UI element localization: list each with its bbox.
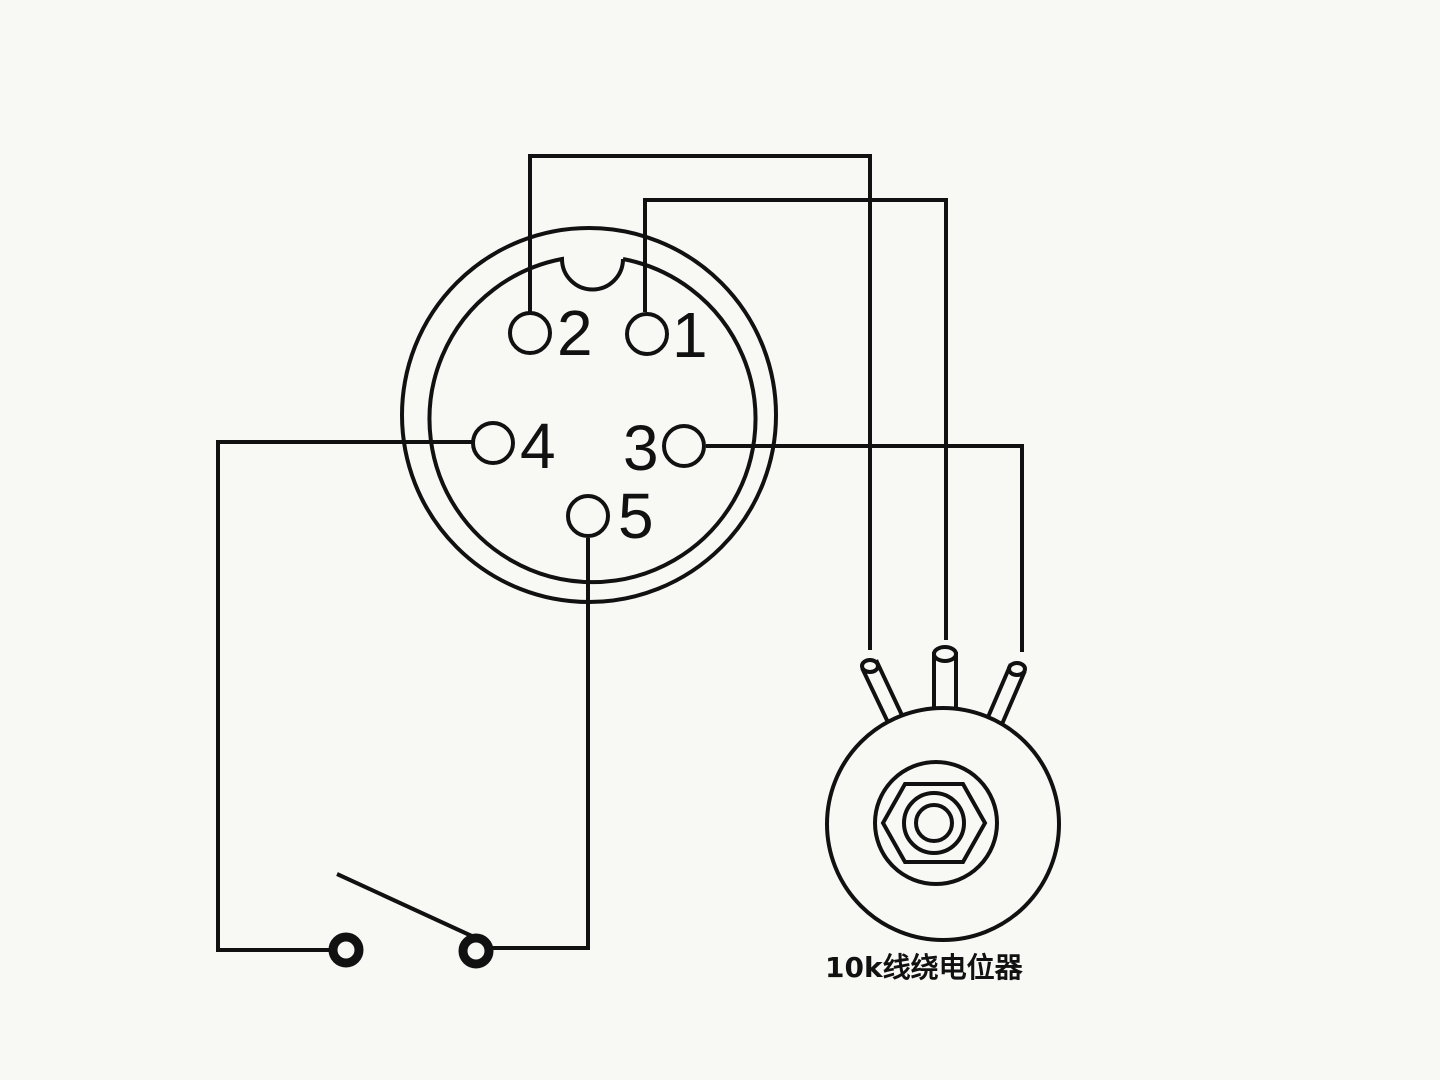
potentiometer-shaft-inner xyxy=(914,803,954,843)
connector-outer-ring xyxy=(400,226,778,604)
pin-1 xyxy=(625,312,669,356)
wire-pin3-to-pot-right xyxy=(706,444,1024,652)
potentiometer: 10k线绕电位器 xyxy=(825,645,1061,984)
wire-pin1-to-pot-middle xyxy=(643,198,948,640)
wire-pin5-to-switch xyxy=(492,538,590,950)
pin-2-label: 2 xyxy=(557,297,593,369)
pin-2 xyxy=(508,311,552,355)
switch-lever xyxy=(336,872,488,945)
pin-5-label: 5 xyxy=(618,480,654,552)
switch-terminal-left xyxy=(328,932,364,968)
wire-pin2-to-pot-left xyxy=(528,154,872,650)
pin-3 xyxy=(662,424,706,468)
pin-4-label: 4 xyxy=(520,410,556,482)
potentiometer-shaft-ring xyxy=(873,760,999,886)
din-connector: 1 2 3 4 5 xyxy=(400,226,778,604)
switch xyxy=(328,872,494,969)
potentiometer-shaft-outer xyxy=(902,791,966,855)
pin-3-label: 3 xyxy=(623,412,659,484)
potentiometer-terminal-right-end xyxy=(1007,661,1027,677)
pin-1-label: 1 xyxy=(672,299,708,371)
connector-inner-ring-with-key xyxy=(427,256,758,585)
potentiometer-housing xyxy=(825,706,1061,942)
potentiometer-terminal-left-end xyxy=(860,658,880,674)
switch-terminal-right xyxy=(458,933,494,969)
potentiometer-caption: 10k线绕电位器 xyxy=(825,951,1024,984)
potentiometer-terminal-middle-end xyxy=(932,645,958,663)
wire-pin4-to-switch xyxy=(216,440,472,952)
pin-4 xyxy=(471,421,515,465)
potentiometer-hex-nut xyxy=(880,782,988,864)
wires xyxy=(216,154,1024,952)
pin-5 xyxy=(566,494,610,538)
